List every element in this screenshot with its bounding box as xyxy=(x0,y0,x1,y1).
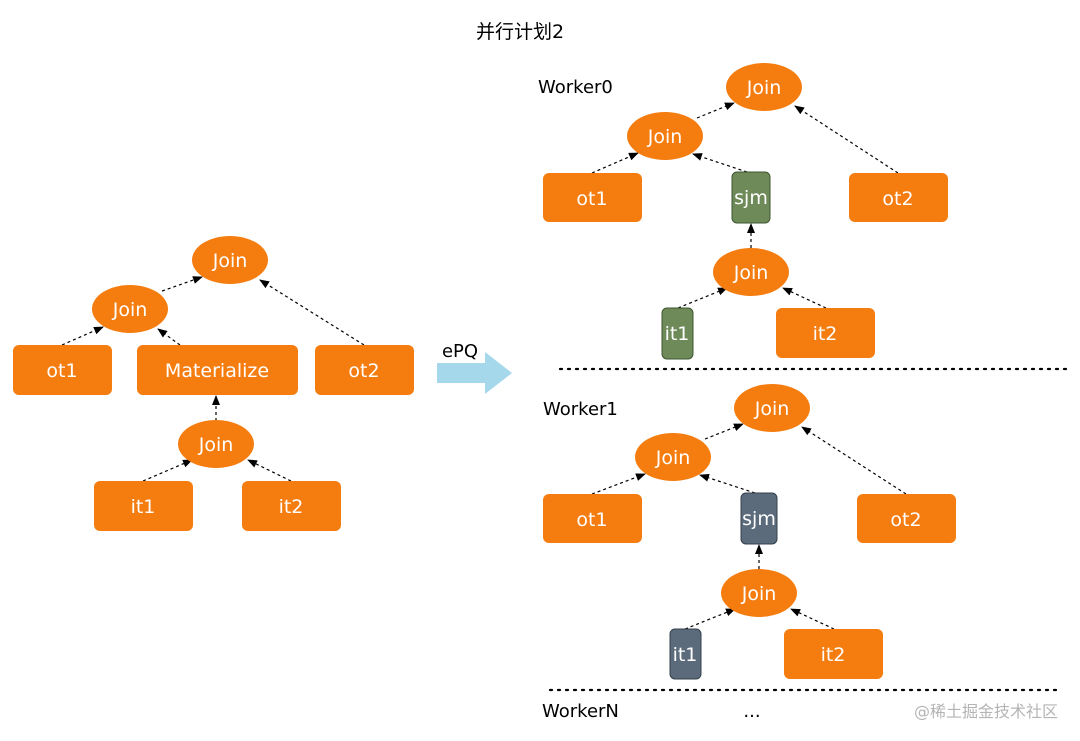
worker0-plan: Worker0 Join Join ot1 sjm ot2 xyxy=(538,63,948,360)
edge-ot1-to-join xyxy=(591,152,639,174)
ot1-label: ot1 xyxy=(576,188,607,210)
it2-node: it2 xyxy=(242,481,341,531)
join-label: Join xyxy=(741,583,777,605)
edge-sjm-to-join xyxy=(699,473,756,494)
diagram-title: 并行计划2 xyxy=(476,21,564,43)
join-node: Join xyxy=(92,285,168,333)
materialize-label: Materialize xyxy=(165,360,269,382)
it2-node: it2 xyxy=(784,629,883,679)
epq-arrow: ePQ xyxy=(437,341,512,394)
ot2-node: ot2 xyxy=(849,173,948,222)
right-arrow-icon xyxy=(437,352,512,394)
edge-ot2-to-join xyxy=(259,279,365,346)
edge-ot1-to-join xyxy=(61,326,104,346)
it2-label: it2 xyxy=(813,323,838,345)
join-label: Join xyxy=(112,299,148,321)
edge-ot1-to-join xyxy=(591,473,646,495)
edge-ot2-to-join xyxy=(794,105,899,174)
join-node: Join xyxy=(713,248,789,296)
edge-it1-to-join xyxy=(142,459,193,482)
join-node: Join xyxy=(178,420,254,468)
ot2-label: ot2 xyxy=(890,509,921,531)
ot2-label: ot2 xyxy=(882,188,913,210)
it1-node: it1 xyxy=(661,307,694,360)
sjm-label: sjm xyxy=(742,508,776,530)
it2-label: it2 xyxy=(279,496,304,518)
workerN-label: WorkerN xyxy=(542,701,619,722)
workerN-plan: WorkerN ... xyxy=(542,701,761,722)
edge-sjm-to-join xyxy=(692,153,748,173)
edge-it2-to-join xyxy=(790,608,835,630)
worker0-label: Worker0 xyxy=(538,77,613,98)
sjm-node: sjm xyxy=(740,492,778,545)
edge-it2-to-join xyxy=(247,459,292,482)
join-node: Join xyxy=(721,569,797,617)
ot1-node: ot1 xyxy=(543,494,642,543)
ot2-node: ot2 xyxy=(315,345,414,395)
ellipsis-text: ... xyxy=(743,701,760,722)
ot1-node: ot1 xyxy=(13,345,112,395)
join-label: Join xyxy=(733,262,769,284)
edge-materialize-to-join xyxy=(157,328,181,346)
sjm-node: sjm xyxy=(731,171,771,224)
join-label: Join xyxy=(198,434,234,456)
it1-label: it1 xyxy=(131,496,156,518)
worker1-label: Worker1 xyxy=(543,399,618,420)
it1-label: it1 xyxy=(673,644,698,666)
epq-label: ePQ xyxy=(442,341,478,362)
ot2-node: ot2 xyxy=(857,494,956,543)
join-node: Join xyxy=(192,236,268,284)
ot1-node: ot1 xyxy=(543,173,642,222)
edge-join-to-join xyxy=(704,423,744,440)
it1-node: it1 xyxy=(94,481,193,531)
edge-join-to-join xyxy=(161,276,203,292)
edge-it1-to-join xyxy=(684,608,736,630)
ot2-label: ot2 xyxy=(348,360,379,382)
join-label: Join xyxy=(746,77,782,99)
join-node: Join xyxy=(627,112,703,160)
join-label: Join xyxy=(754,398,790,420)
sjm-label: sjm xyxy=(734,187,768,209)
original-plan: Join Join ot1 Materialize ot2 Join it1 xyxy=(13,236,414,531)
ot1-label: ot1 xyxy=(46,360,77,382)
it2-node: it2 xyxy=(776,308,875,358)
join-label: Join xyxy=(647,126,683,148)
ot1-label: ot1 xyxy=(576,509,607,531)
join-node: Join xyxy=(734,384,810,432)
it2-label: it2 xyxy=(821,644,846,666)
materialize-node: Materialize xyxy=(137,345,298,395)
edge-it2-to-join xyxy=(782,287,827,309)
join-label: Join xyxy=(212,250,248,272)
edge-join-to-join xyxy=(696,102,735,119)
worker1-plan: Worker1 Join Join ot1 sjm ot2 xyxy=(543,384,956,680)
edge-it1-to-join xyxy=(677,287,728,309)
watermark: @稀土掘金技术社区 xyxy=(914,702,1058,721)
join-node: Join xyxy=(726,63,802,111)
edge-ot2-to-join xyxy=(801,426,907,495)
it1-label: it1 xyxy=(665,323,690,345)
it1-node: it1 xyxy=(669,628,702,680)
join-node: Join xyxy=(635,433,711,481)
join-label: Join xyxy=(655,447,691,469)
